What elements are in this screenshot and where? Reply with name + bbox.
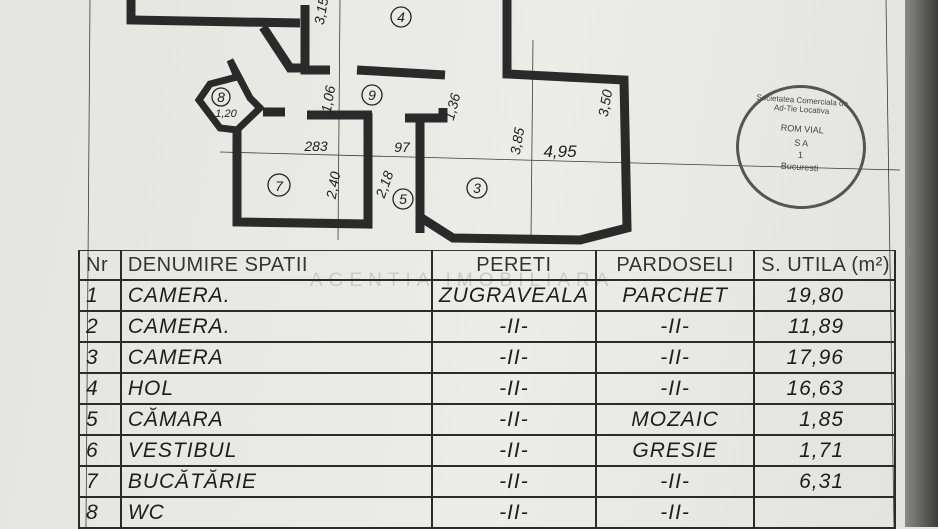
- room-marker: [211, 87, 231, 107]
- table-header: Nr DENUMIRE SPATII PERETI PARDOSELI S. U…: [78, 250, 896, 281]
- floor-finish: -II-: [594, 496, 756, 529]
- row-nr: 5: [78, 403, 122, 436]
- dimension-label: 1,20: [215, 108, 237, 120]
- room-name: BUCĂTĂRIE: [119, 465, 433, 498]
- dimension-line: [219, 151, 901, 171]
- usable-area: 1,85: [753, 403, 896, 436]
- row-nr: 1: [78, 279, 122, 312]
- room-label: 9: [368, 87, 376, 103]
- dimension-label: 3,50: [595, 88, 616, 118]
- row-nr: 4: [78, 372, 122, 405]
- floor-finish: -II-: [594, 372, 756, 405]
- room-name: CAMERA.: [119, 279, 433, 312]
- header-walls: PERETI: [430, 250, 597, 281]
- dimension-label: 1,06: [318, 84, 339, 114]
- room-label: 3: [473, 180, 481, 196]
- dimension-label: 3,85: [507, 126, 528, 156]
- room-label: 8: [217, 89, 225, 105]
- walls-finish: -II-: [430, 496, 597, 529]
- dimension-line: [337, 0, 341, 241]
- room-name: CAMERA: [119, 341, 433, 374]
- row-nr: 7: [78, 465, 122, 498]
- row-nr: 3: [78, 341, 122, 374]
- usable-area: 17,96: [753, 341, 896, 374]
- background-surface: [905, 0, 938, 527]
- walls-finish: -II-: [430, 341, 597, 374]
- walls-finish: -II-: [430, 465, 597, 498]
- walls-finish: ZUGRAVEALA: [430, 279, 597, 312]
- room-marker: [392, 188, 414, 210]
- room-marker: [390, 6, 412, 28]
- dimension-label: 97: [394, 139, 411, 155]
- room-label: 5: [399, 191, 407, 207]
- room-marker: [466, 177, 488, 199]
- room-label: 7: [275, 178, 284, 194]
- room-marker: [267, 173, 291, 197]
- rooms-table: Nr DENUMIRE SPATII PERETI PARDOSELI S. U…: [78, 250, 896, 529]
- floor-finish: -II-: [594, 465, 756, 498]
- floor-finish: GRESIE: [594, 434, 756, 467]
- room-marker: [361, 84, 383, 106]
- usable-area: 1,71: [753, 434, 896, 467]
- header-name: DENUMIRE SPATII: [119, 250, 433, 281]
- room-name: HOL: [119, 372, 433, 405]
- walls: [126, 0, 632, 245]
- floor-finish: MOZAIC: [594, 403, 756, 436]
- usable-area: 6,31: [753, 465, 896, 498]
- usable-area: 19,80: [753, 279, 896, 312]
- row-nr: 2: [78, 310, 122, 343]
- stamp-ring-text: Societatea Comerciala de Ad-Tie Locativa: [756, 92, 849, 116]
- floor-finish: -II-: [594, 341, 756, 374]
- row-nr: 6: [78, 434, 122, 467]
- header-area: S. UTILA (m²): [753, 250, 896, 281]
- walls-finish: -II-: [430, 372, 597, 405]
- usable-area: 16,63: [753, 372, 896, 405]
- room-name: WC: [119, 496, 433, 529]
- room-name: VESTIBUL: [119, 434, 433, 467]
- header-nr: Nr: [78, 250, 122, 281]
- dimension-label: 4,95: [543, 142, 577, 161]
- room-name: CAMERA.: [119, 310, 433, 343]
- walls-finish: -II-: [430, 434, 597, 467]
- dimension-label: 1,36: [441, 91, 464, 122]
- floor-finish: PARCHET: [594, 279, 756, 312]
- walls-finish: -II-: [430, 310, 597, 343]
- header-floors: PARDOSELI: [594, 250, 756, 281]
- usable-area: [753, 496, 896, 529]
- floor-finish: -II-: [594, 310, 756, 343]
- room-name: CĂMARA: [119, 403, 433, 436]
- walls-finish: -II-: [430, 403, 597, 436]
- dimension-line: [530, 39, 534, 239]
- dimension-label: 283: [303, 138, 328, 154]
- dimension-label: 3,15: [311, 0, 332, 26]
- row-nr: 8: [78, 496, 122, 529]
- usable-area: 11,89: [753, 310, 896, 343]
- room-label: 4: [397, 9, 405, 25]
- dimension-label: 2,40: [323, 170, 344, 201]
